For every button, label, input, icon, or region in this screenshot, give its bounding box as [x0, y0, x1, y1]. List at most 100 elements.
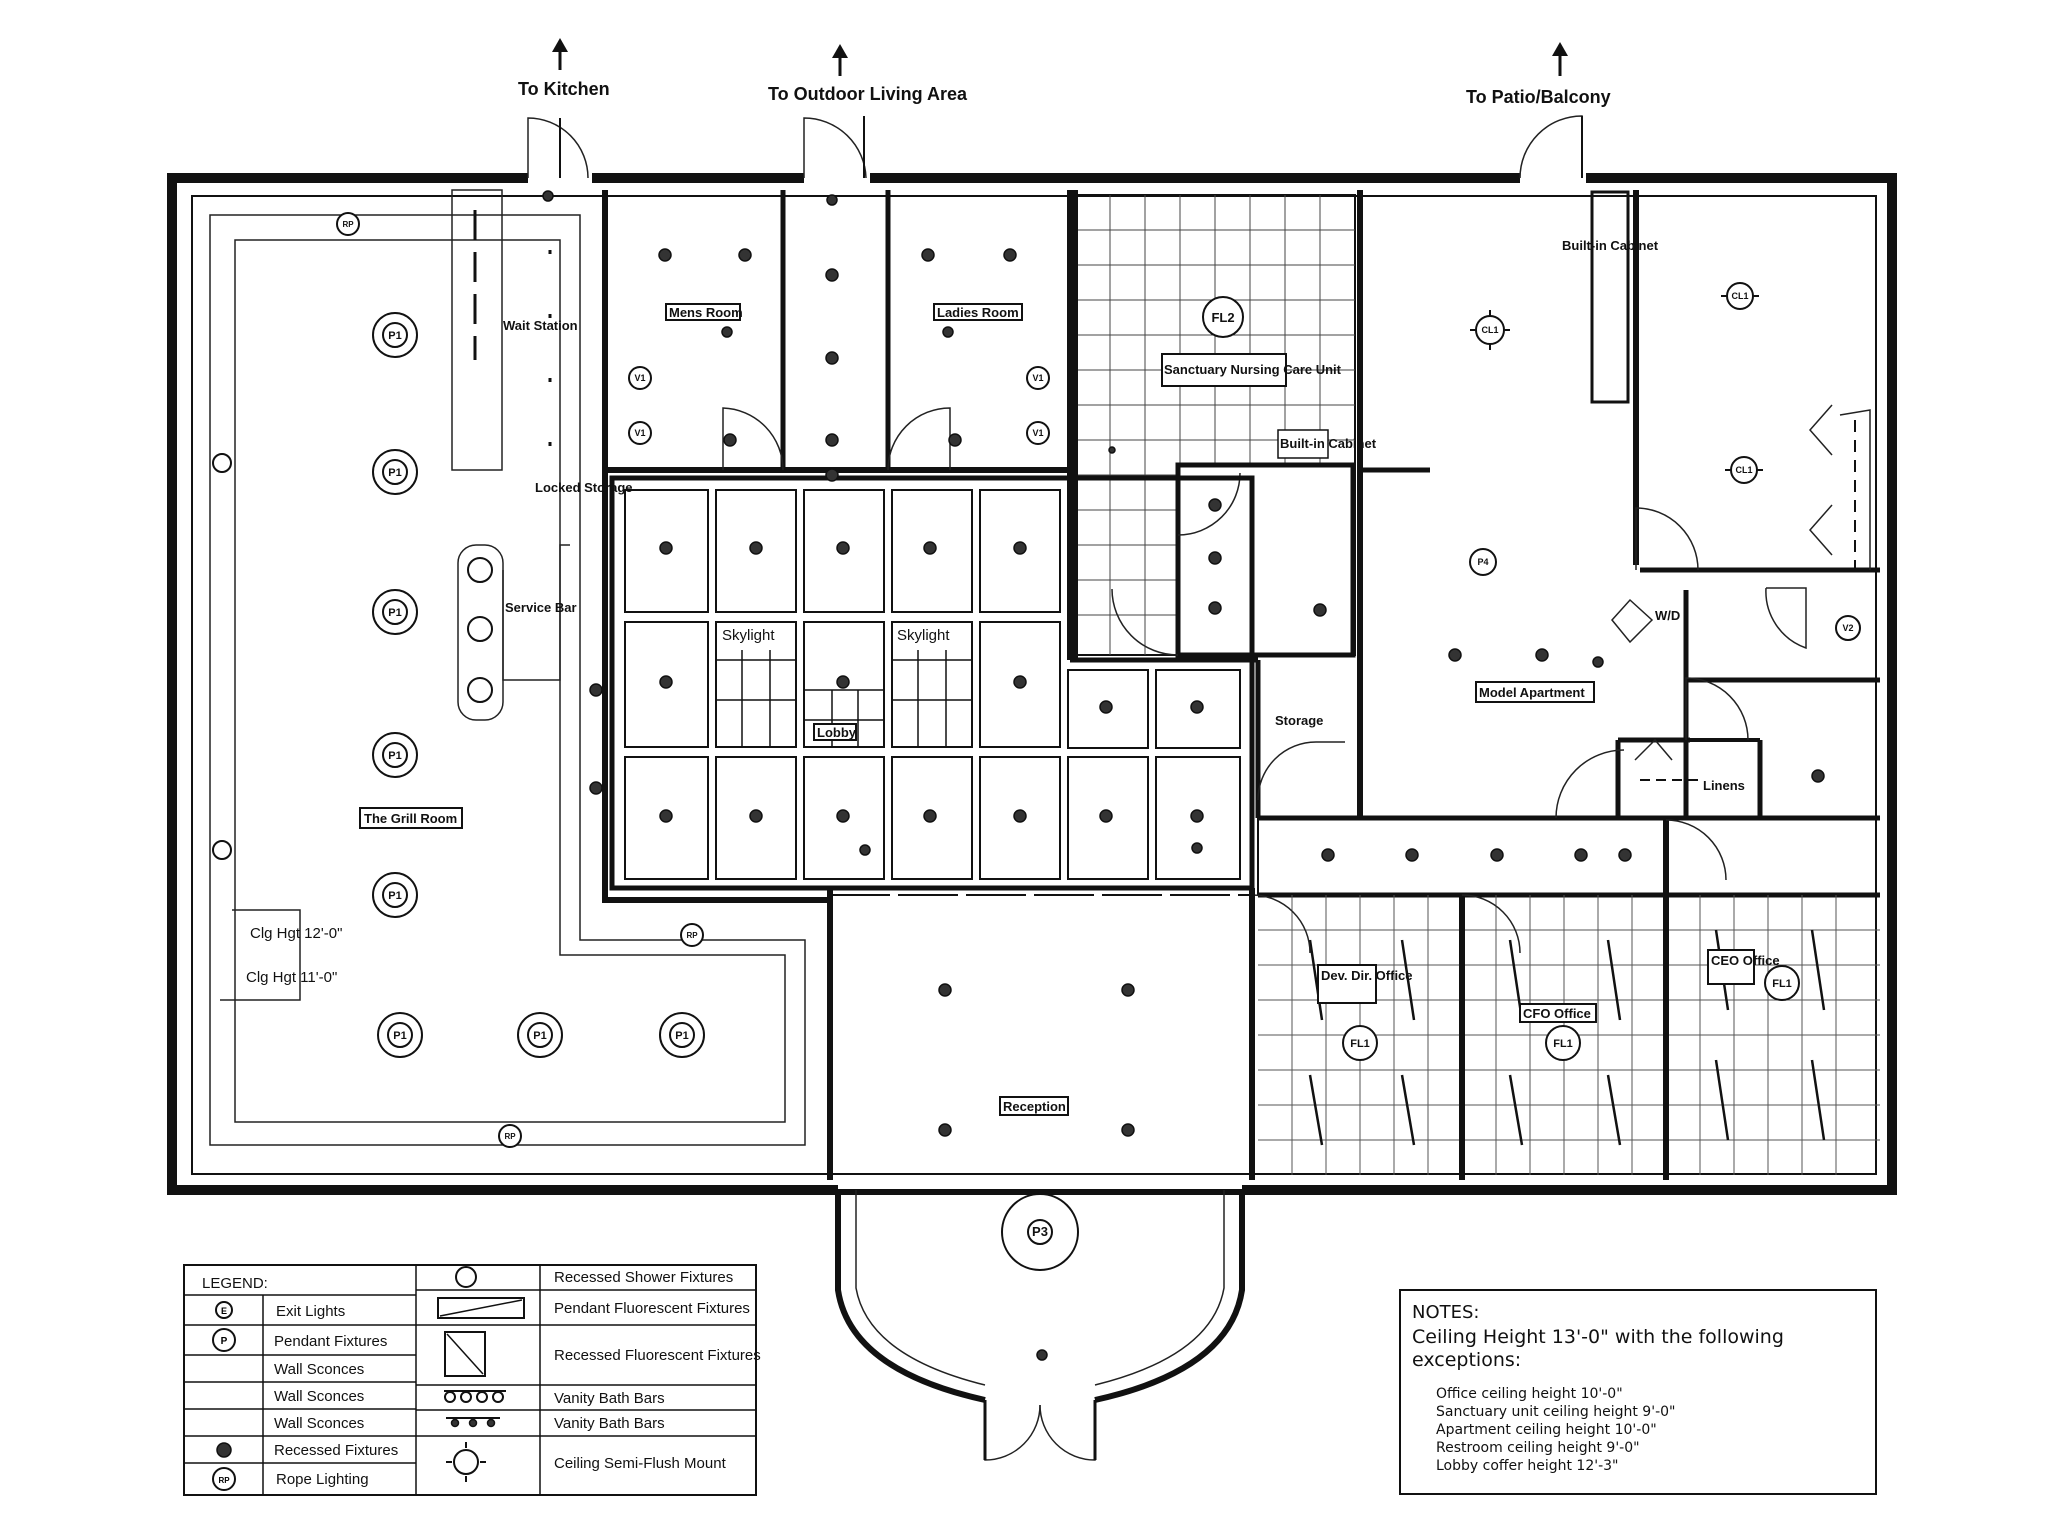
label-wait-station: Wait Station	[503, 318, 578, 333]
pendant-fixtures-grill	[372, 312, 705, 1058]
notes-item: Apartment ceiling height 10'-0"	[1436, 1422, 1657, 1438]
arrow-up-icon	[1552, 42, 1568, 76]
tag-p1: P1	[388, 607, 401, 619]
notes-intro: exceptions:	[1412, 1349, 1521, 1371]
label-builtin-cabinet-2: Built-in Cabinet	[1562, 238, 1659, 253]
label-locked-storage: Locked Storage	[535, 480, 633, 495]
pendant-fixture-icon	[1469, 548, 1497, 576]
apartment-fixtures	[1469, 282, 1861, 641]
ceiling-mark-11ft: Clg Hgt 11'-0"	[246, 969, 337, 986]
label-skylight-1: Skylight	[722, 627, 775, 644]
label-linens: Linens	[1703, 778, 1745, 793]
legend-label: Recessed Fixtures	[274, 1442, 398, 1459]
sanctuary-unit	[1072, 190, 1356, 660]
semi-flush-mount-icon	[1721, 282, 1759, 310]
vanity-fixture-icon	[1835, 615, 1861, 641]
recessed-fixtures	[542, 190, 1825, 1361]
fluorescent-fixture-icon	[1202, 296, 1244, 338]
semi-flush-mount-icon	[1725, 456, 1763, 484]
notes-item: Sanctuary unit ceiling height 9'-0"	[1436, 1404, 1675, 1420]
label-ladies-room: Ladies Room	[937, 305, 1019, 320]
restrooms	[602, 190, 1073, 660]
rope-lighting-icon: RP	[212, 1467, 236, 1491]
tag-fl1: FL1	[1553, 1038, 1573, 1050]
label-to-outdoor: To Outdoor Living Area	[768, 84, 968, 104]
svg-text:P: P	[221, 1336, 228, 1347]
label-to-kitchen: To Kitchen	[518, 79, 610, 99]
tag-rp: RP	[504, 1132, 516, 1141]
tag-p4: P4	[1477, 557, 1488, 567]
legend-label: Exit Lights	[276, 1303, 345, 1320]
pendant-fixture-icon	[372, 312, 418, 358]
tag-v2: V2	[1842, 623, 1853, 633]
vanity-bar-icon	[444, 1390, 506, 1403]
tag-fl2: FL2	[1211, 310, 1234, 325]
legend-label: Wall Sconces	[274, 1361, 364, 1378]
legend-title: LEGEND:	[202, 1275, 268, 1292]
label-mens-room: Mens Room	[669, 305, 743, 320]
pendant-fixture-icon	[372, 732, 418, 778]
legend-label: Pendant Fixtures	[274, 1333, 387, 1350]
recessed-fluorescent-icon	[444, 1331, 486, 1377]
notes-item: Restroom ceiling height 9'-0"	[1436, 1440, 1640, 1456]
tag-fl1: FL1	[1772, 978, 1792, 990]
label-dev-dir-office: Dev. Dir. Office	[1321, 968, 1413, 983]
pendant-fixture-icon: P	[212, 1328, 236, 1352]
legend-label: Vanity Bath Bars	[554, 1415, 665, 1432]
exit-light-icon: E	[215, 1301, 233, 1319]
pendant-fixture-icon	[377, 1012, 423, 1058]
tag-cl1: CL1	[1731, 291, 1748, 301]
door-outdoor	[803, 116, 870, 186]
label-wd: W/D	[1655, 608, 1680, 623]
legend-label: Ceiling Semi-Flush Mount	[554, 1455, 727, 1472]
pendant-fixtures-bar	[467, 557, 493, 703]
tag-cl1: CL1	[1481, 325, 1498, 335]
tag-p1: P1	[533, 1030, 546, 1042]
vanity-fixtures	[628, 366, 1050, 445]
label-ceo-office: CEO Office	[1711, 953, 1780, 968]
svg-text:E: E	[221, 1306, 227, 1316]
label-skylight-2: Skylight	[897, 627, 950, 644]
tag-p1: P1	[393, 1030, 406, 1042]
label-grill-room: The Grill Room	[364, 811, 457, 826]
pendant-fixture-icon	[372, 872, 418, 918]
label-storage: Storage	[1275, 713, 1323, 728]
recessed-fixture-icon	[216, 1442, 232, 1458]
pendant-fluorescent-icon	[437, 1297, 525, 1319]
tag-v1: V1	[1032, 373, 1043, 383]
legend-label: Vanity Bath Bars	[554, 1390, 665, 1407]
rope-lighting-tags	[212, 212, 704, 1148]
tag-p3: P3	[1032, 1224, 1048, 1239]
pendant-fixture-icon	[659, 1012, 705, 1058]
tag-fl1: FL1	[1350, 1038, 1370, 1050]
ceiling-mark-12ft: Clg Hgt 12'-0"	[250, 925, 342, 942]
notes-item: Lobby coffer height 12'-3"	[1436, 1458, 1619, 1474]
ceiling-height-marks	[220, 909, 301, 1001]
reception	[827, 888, 1255, 1461]
pendant-fixture-icon	[372, 449, 418, 495]
label-model-apartment: Model Apartment	[1479, 685, 1585, 700]
svg-text:RP: RP	[218, 1476, 230, 1485]
notes	[1399, 1289, 1877, 1495]
label-cfo-office: CFO Office	[1523, 1006, 1591, 1021]
east-wing	[1070, 190, 1880, 898]
pendant-fixture-icon	[372, 589, 418, 635]
tag-cl1: CL1	[1735, 465, 1752, 475]
exterior-walls	[167, 173, 1897, 1195]
tag-v1: V1	[634, 373, 645, 383]
tag-p1: P1	[675, 1030, 688, 1042]
tag-rp: RP	[342, 220, 354, 229]
semi-flush-mount-icon	[446, 1442, 486, 1482]
label-service-bar: Service Bar	[505, 600, 577, 615]
label-reception: Reception	[1003, 1099, 1066, 1114]
label-sanctuary: Sanctuary Nursing Care Unit	[1164, 362, 1342, 377]
arrow-up-icon	[832, 44, 848, 76]
tag-p1: P1	[388, 330, 401, 342]
lobby	[609, 475, 1255, 891]
shower-fixture-icon	[455, 1266, 477, 1288]
notes-title: NOTES:	[1412, 1302, 1480, 1323]
pendant-fixture-icon	[1001, 1193, 1079, 1271]
notes-item: Office ceiling height 10'-0"	[1436, 1386, 1623, 1402]
legend-label: Rope Lighting	[276, 1471, 369, 1488]
